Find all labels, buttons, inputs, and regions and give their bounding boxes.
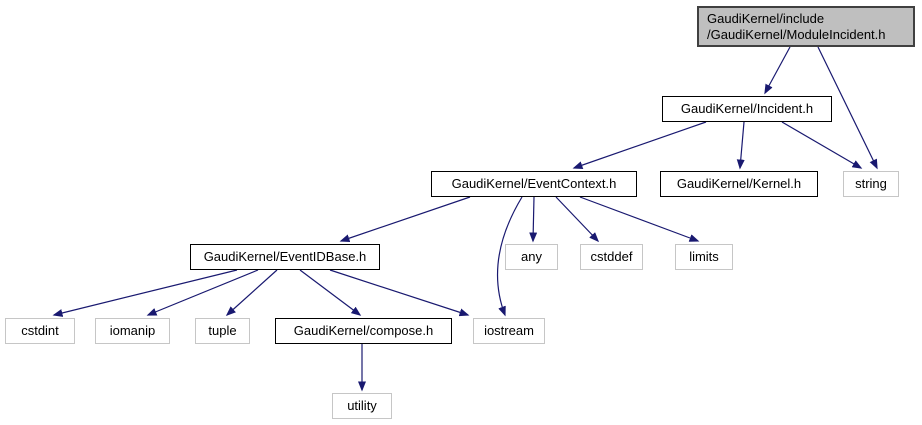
graph-node-label: GaudiKernel/include [707,10,825,26]
graph-node-label: GaudiKernel/Kernel.h [676,176,802,192]
graph-node-label: cstddef [590,249,633,265]
edge-incident-to-event-context [572,121,707,169]
graph-node-label: iomanip [109,323,156,339]
edge-incident-to-string [781,121,863,169]
graph-node-label: iostream [484,323,534,339]
edge-event-id-base-to-tuple [225,269,278,317]
edge-event-context-to-limits [579,196,700,242]
graph-node-module-incident: GaudiKernel/include/GaudiKernel/ModuleIn… [697,6,915,47]
graph-node-label: /GaudiKernel/ModuleIncident.h [707,26,886,42]
graph-node-label: GaudiKernel/Incident.h [680,101,814,117]
graph-node-label: GaudiKernel/EventContext.h [451,176,617,192]
graph-node-cstddef: cstddef [580,244,643,270]
graph-node-incident[interactable]: GaudiKernel/Incident.h [662,96,832,122]
edge-event-context-to-iostream [496,196,523,317]
graph-node-any: any [505,244,558,270]
graph-node-label: GaudiKernel/EventIDBase.h [203,249,367,265]
edge-event-id-base-to-iomanip [146,269,259,316]
graph-node-label: any [521,249,542,265]
edge-event-context-to-cstddef [555,196,600,243]
graph-node-compose[interactable]: GaudiKernel/compose.h [275,318,452,344]
graph-node-kernel[interactable]: GaudiKernel/Kernel.h [660,171,818,197]
graph-node-label: cstdint [21,323,59,339]
graph-node-iomanip: iomanip [95,318,170,344]
edge-event-context-to-any [529,196,538,243]
graph-node-event-context[interactable]: GaudiKernel/EventContext.h [431,171,637,197]
edge-module-incident-to-string [817,46,878,170]
graph-node-iostream: iostream [473,318,545,344]
graph-node-utility: utility [332,393,392,419]
edge-event-context-to-event-id-base [339,196,471,243]
edge-module-incident-to-incident [764,46,791,95]
edge-event-id-base-to-iostream [329,269,470,317]
graph-node-label: limits [689,249,719,265]
graph-node-label: string [855,176,887,192]
graph-node-limits: limits [675,244,733,270]
edge-event-id-base-to-compose [299,269,362,316]
graph-node-event-id-base[interactable]: GaudiKernel/EventIDBase.h [190,244,380,270]
graph-node-string: string [843,171,899,197]
graph-node-label: tuple [208,323,237,339]
graph-node-tuple: tuple [195,318,250,344]
graph-node-label: utility [347,398,377,414]
graph-node-cstdint: cstdint [5,318,75,344]
edge-event-id-base-to-cstdint [52,269,238,317]
edge-incident-to-kernel [736,121,745,170]
graph-node-label: GaudiKernel/compose.h [293,323,434,339]
